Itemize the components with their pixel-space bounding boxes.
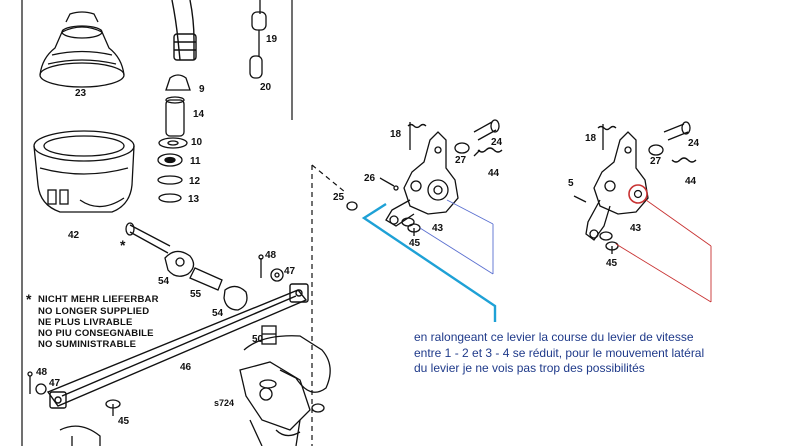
label-48-lower: 48	[36, 367, 48, 378]
note-line-3: du levier je ne vois pas trop des possib…	[414, 361, 645, 375]
asterisk-mark: *	[120, 237, 126, 253]
label-s724: s724	[214, 398, 234, 408]
housing-part-drawing	[33, 130, 135, 213]
label-5-right: 5	[568, 178, 574, 189]
label-9: 9	[199, 84, 205, 95]
annotation-note: en ralongeant ce levier la course du lev…	[414, 330, 774, 377]
label-44-right: 44	[685, 176, 697, 187]
label-12: 12	[189, 176, 201, 187]
legend-line-de: NICHT MEHR LIEFERBAR	[38, 294, 159, 305]
note-line-2: entre 1 - 2 et 3 - 4 se réduit, pour le …	[414, 345, 705, 360]
asterisk-legend-mark: *	[26, 291, 32, 307]
label-44-center: 44	[488, 168, 500, 179]
label-27-center: 27	[455, 155, 467, 166]
label-43-center: 43	[432, 223, 444, 234]
label-24-right: 24	[688, 138, 700, 149]
right-lever-assembly	[573, 121, 697, 254]
clip-48-47-lower	[27, 371, 47, 395]
selector-mechanism-drawing	[239, 325, 331, 446]
left-part-labels: 19 20 23 9 14 10 11 12 13 42 * 54 55 54 …	[26, 34, 296, 427]
label-48-upper: 48	[265, 250, 277, 261]
label-46: 46	[180, 362, 192, 373]
label-24-center: 24	[491, 137, 503, 148]
bolt-bushing-drawing	[125, 222, 248, 311]
label-45-center: 45	[409, 238, 421, 249]
center-blue-guide	[419, 199, 494, 275]
legend-line-it: NO PIU CONSEGNABILE	[38, 328, 154, 339]
legend-line-es: NO SUMINISTRABLE	[38, 339, 136, 350]
label-54a: 54	[158, 276, 170, 287]
bolt-45-lower	[105, 399, 121, 416]
legend-line-en: NO LONGER SUPPLIED	[38, 306, 149, 317]
label-45-right: 45	[606, 258, 618, 269]
label-54b: 54	[212, 308, 224, 319]
label-55: 55	[190, 289, 202, 300]
note-line-1: en ralongeant ce levier la course du lev…	[414, 330, 694, 344]
label-47-lower: 47	[49, 378, 61, 389]
label-42: 42	[68, 230, 80, 241]
label-47-upper: 47	[284, 266, 296, 277]
label-11: 11	[190, 156, 201, 167]
label-23: 23	[75, 88, 87, 99]
label-43-right: 43	[630, 223, 642, 234]
cable-drawing	[171, 0, 197, 61]
lower-lever-drawing	[59, 425, 101, 446]
label-26-center: 26	[364, 173, 376, 184]
label-13: 13	[188, 194, 200, 205]
label-10: 10	[191, 137, 203, 148]
label-18-center: 18	[390, 129, 402, 140]
clip-48-47-upper	[258, 254, 284, 282]
label-14: 14	[193, 109, 205, 120]
boot-part-drawing	[39, 11, 125, 88]
label-19: 19	[266, 34, 278, 45]
label-45-lower: 45	[118, 416, 130, 427]
center-lever-assembly	[346, 119, 503, 236]
label-50: 50	[252, 334, 264, 345]
label-18-right: 18	[585, 133, 597, 144]
shift-rod-46	[46, 283, 309, 409]
right-red-ring	[628, 184, 648, 204]
legend-line-fr: NE PLUS LIVRABLE	[38, 317, 133, 328]
annotation-callout-line	[361, 202, 497, 322]
right-part-labels: 18 24 27 44 5 43 45	[568, 133, 700, 269]
right-red-guide	[615, 199, 712, 303]
pin-19-20-drawing	[249, 0, 267, 79]
label-25-center: 25	[333, 192, 345, 203]
center-part-labels: 18 24 27 44 26 25 43 45	[333, 129, 503, 249]
label-20: 20	[260, 82, 272, 93]
spring-stack-drawing	[157, 74, 191, 203]
label-27-right: 27	[650, 156, 662, 167]
page-border	[21, 0, 346, 446]
